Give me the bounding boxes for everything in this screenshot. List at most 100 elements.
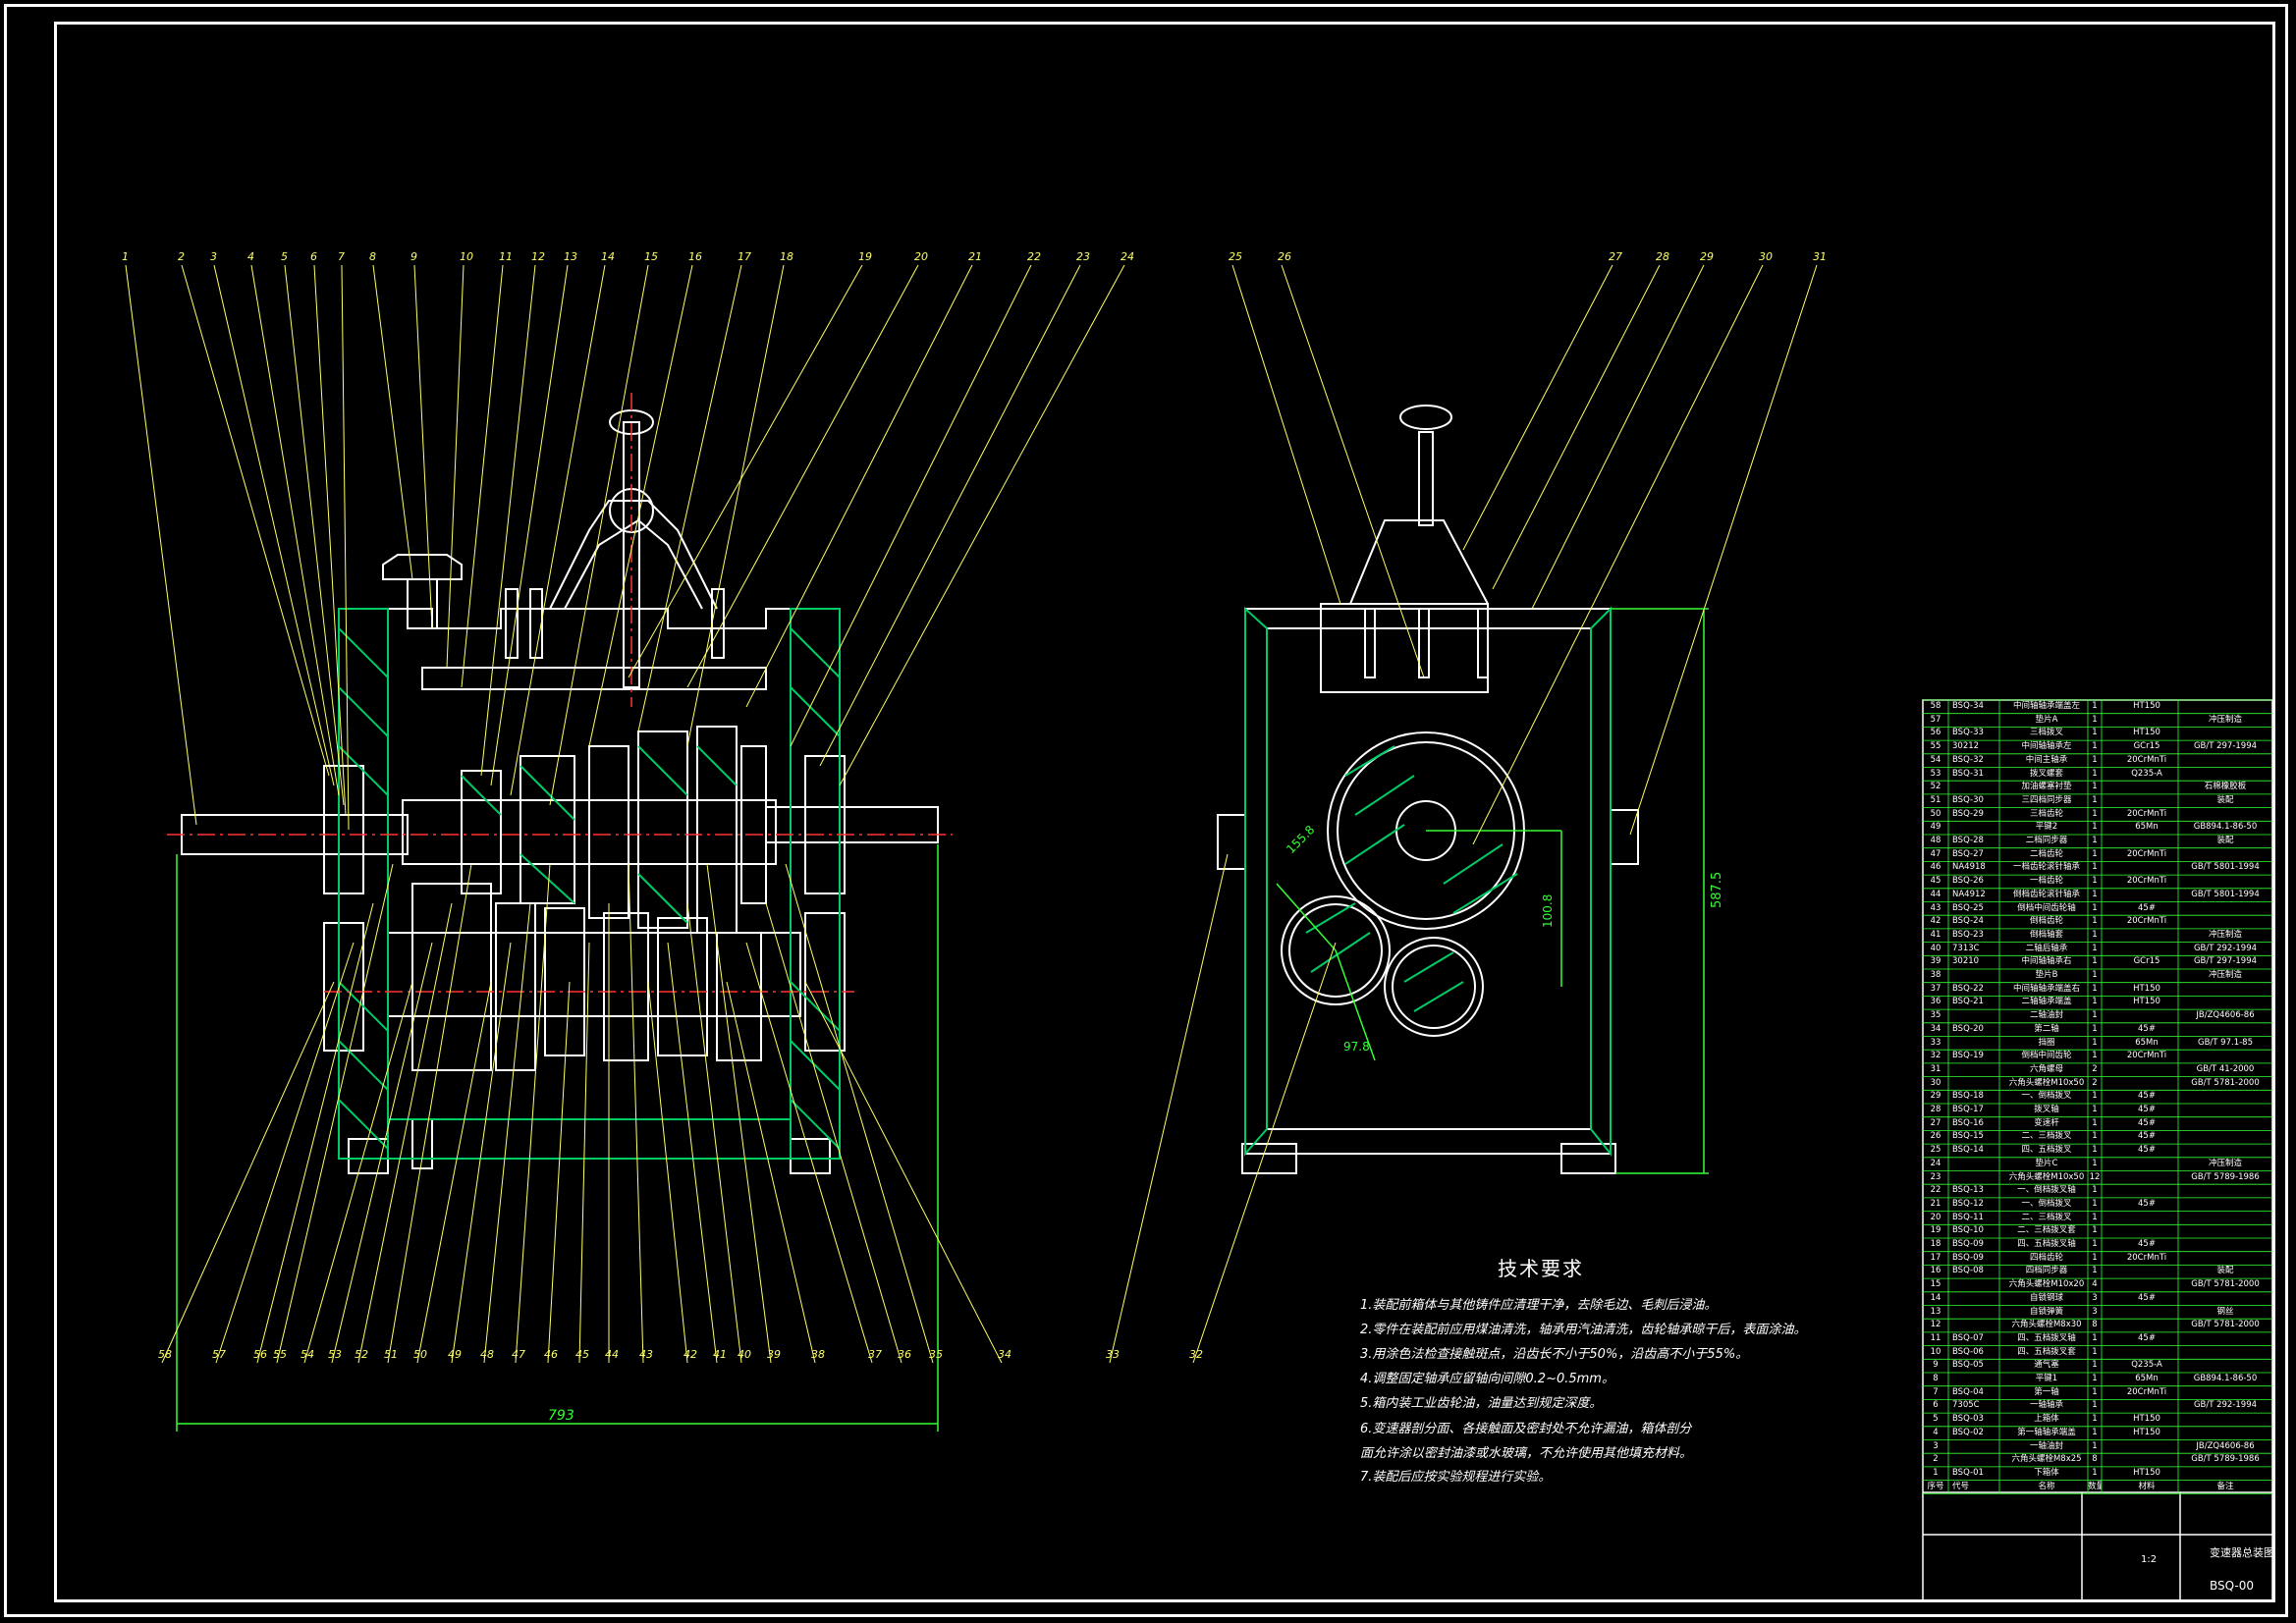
bom-cell-name: 挡圈 [2038,1037,2055,1048]
bom-cell-standard: GB/T 5801-1994 [2191,889,2260,899]
bom-cell-name: 一轴轴承 [2029,1400,2063,1411]
bom-cell-qty: 1 [2092,929,2098,940]
bom-cell-no: 2 [1933,1454,1939,1465]
bom-cell-qty: 1 [2092,1467,2098,1478]
callout-4: 4 [247,250,254,263]
bom-cell-qty: 1 [2092,1386,2098,1397]
bom-cell-qty: 1 [2092,889,2098,899]
bom-header-name: 名称 [2038,1481,2055,1491]
bom-cell-material: GCr15 [2133,956,2160,967]
bom-cell-code: BSQ-04 [1952,1386,1984,1397]
bom-cell-qty: 1 [2092,1332,2098,1343]
bom-cell-standard: GB/T 41-2000 [2196,1063,2255,1074]
callout-56-leader [256,902,374,1364]
bom-cell-code: BSQ-12 [1952,1198,1984,1209]
bom-cell-material: 20CrMnTi [2126,876,2167,887]
bom-cell-name: 自锁钢球 [2029,1292,2063,1303]
bom-cell-no: 49 [1930,822,1941,833]
bom-cell-no: 21 [1930,1198,1941,1209]
bom-cell-standard: 冲压制造 [2208,929,2242,940]
callout-6: 6 [310,250,317,263]
bom-cell-material: HT150 [2133,701,2160,711]
bom-cell-qty: 1 [2092,1212,2098,1222]
callout-19-leader [628,264,863,678]
callout-58: 58 [158,1348,172,1361]
bom-cell-name: 加油螺塞衬垫 [2021,782,2072,792]
bom-cell-name: 第一轴轴承端盖 [2017,1427,2076,1437]
bom-cell-qty: 1 [2092,1225,2098,1236]
bom-cell-name: 二、三档拨叉套 [2017,1225,2076,1236]
bom-cell-qty: 1 [2092,782,2098,792]
bom-cell-name: 变速杆 [2034,1117,2059,1128]
bom-cell-qty: 1 [2092,983,2098,994]
callout-54-leader [303,981,413,1364]
bom-cell-material: HT150 [2133,997,2160,1007]
bom-cell-name: 三档齿轮 [2029,808,2063,819]
bom-cell-code: BSQ-23 [1952,929,1984,940]
bom-cell-qty: 4 [2092,1279,2098,1290]
requirement-7: 7.装配后应按实验规程进行实验。 [1360,1470,1552,1485]
bom-cell-no: 40 [1930,943,1941,953]
bom-cell-name: 二、三档拨叉 [2021,1212,2072,1222]
callout-53: 53 [328,1348,342,1361]
callout-37-leader [745,942,873,1364]
callout-52: 52 [355,1348,368,1361]
callout-51: 51 [384,1348,398,1361]
callout-20: 20 [914,250,928,263]
bom-cell-no: 10 [1930,1346,1941,1357]
callout-15-leader [549,264,649,806]
bom-cell-material: HT150 [2133,1427,2160,1437]
bom-cell-name: 一、倒档拨叉 [2021,1091,2072,1102]
bom-cell-code: BSQ-13 [1952,1185,1984,1196]
bom-header-qty: 数量 [2088,1481,2102,1491]
bom-cell-code: 7305C [1952,1400,1980,1411]
callout-24: 24 [1121,250,1134,263]
bom-cell-no: 25 [1930,1145,1941,1156]
bom-cell-qty: 1 [2092,836,2098,845]
bom-cell-no: 46 [1930,862,1941,873]
callout-20-leader [686,264,919,688]
callout-23: 23 [1076,250,1090,263]
bom-cell-name: 六角头螺栓M8x25 [2011,1454,2082,1465]
front-section-view [181,409,939,1174]
callout-55-leader [276,863,394,1364]
bom-cell-name: 通气塞 [2034,1360,2059,1371]
bom-cell-name: 六角螺母 [2029,1063,2063,1074]
bom-header: 序号代号名称数量材料备注 [1923,1481,2272,1494]
bom-cell-name: 拨叉轴 [2034,1105,2059,1114]
bom-cell-code: BSQ-25 [1952,902,1984,913]
callout-11: 11 [499,250,513,263]
bom-cell-code: BSQ-07 [1952,1332,1984,1343]
bom-cell-name: 二档齿轮 [2029,848,2063,859]
dimension-overall-length [176,844,939,1432]
callout-16-leader [588,264,693,747]
leader-lines [125,264,1818,1364]
bom-cell-standard: GB/T 297-1994 [2193,956,2258,967]
requirement-2: 2.零件在装配前应用煤油清洗，轴承用汽油清洗，齿轮轴承晾干后，表面涂油。 [1360,1323,1807,1337]
bom-header-no: 序号 [1927,1481,1944,1491]
callout-46-leader [547,981,571,1364]
callout-51-leader [387,863,472,1364]
bom-cell-qty: 1 [2092,1414,2098,1425]
bom-cell-code: BSQ-05 [1952,1360,1984,1371]
bom-cell-no: 31 [1930,1063,1941,1074]
side-dimensions [1276,608,1709,1174]
bom-cell-material: 20CrMnTi [2126,808,2167,819]
bom-cell-name: 一轴油封 [2029,1440,2063,1451]
callout-49: 49 [448,1348,462,1361]
bom-cell-name: 垫片A [2035,714,2058,725]
